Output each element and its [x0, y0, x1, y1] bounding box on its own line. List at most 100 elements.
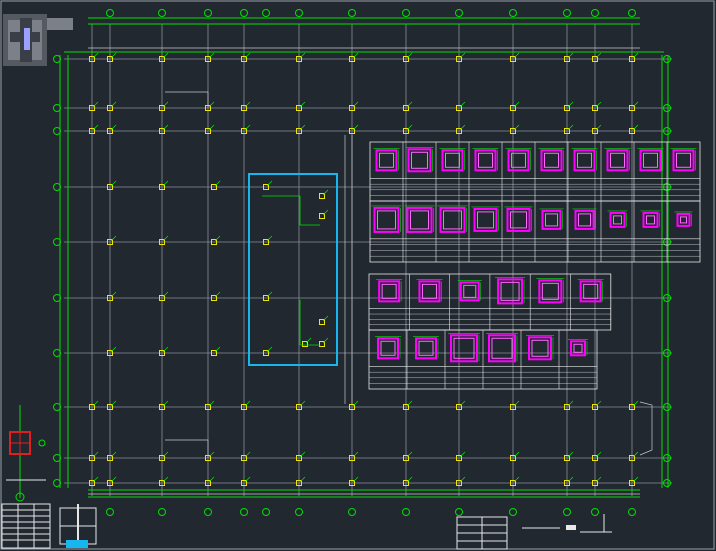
axis-bubble-left: [53, 349, 61, 357]
column-tag-line: [513, 451, 520, 458]
column-marker: [510, 480, 516, 486]
axis-bubble-top: [455, 9, 463, 17]
column-section: [375, 149, 398, 172]
axis-bubble-left: [53, 238, 61, 246]
column-tag-line: [595, 52, 602, 59]
column-marker: [510, 404, 516, 410]
column-tag-line: [459, 101, 466, 108]
column-marker: [159, 105, 165, 111]
column-tag-line: [208, 451, 215, 458]
column-marker: [241, 480, 247, 486]
column-marker: [456, 455, 462, 461]
bottom-section-detail: [59, 504, 97, 548]
column-section-rebar: [613, 215, 622, 225]
column-section-rebar: [445, 152, 460, 168]
column-marker: [263, 350, 269, 356]
column-marker: [241, 455, 247, 461]
axis-bubble-bottom: [106, 508, 114, 516]
column-section: [418, 280, 441, 303]
column-tag-line: [299, 101, 306, 108]
column-section: [538, 279, 563, 304]
column-tag-line: [244, 476, 251, 483]
column-tag-line: [110, 291, 117, 298]
axis-bubble-left: [53, 183, 61, 191]
axis-bubble-bottom: [240, 508, 248, 516]
column-section-rebar: [545, 213, 558, 227]
minimap-thumbnail[interactable]: [3, 14, 73, 66]
column-tag-line: [110, 180, 117, 187]
column-tag-line: [110, 476, 117, 483]
column-section: [672, 149, 695, 172]
axis-bubble-bottom: [628, 508, 636, 516]
axis-bubble-top: [348, 9, 356, 17]
column-marker: [89, 56, 95, 62]
column-marker: [263, 239, 269, 245]
wall-line: [639, 401, 653, 456]
column-tag-line: [299, 52, 306, 59]
column-section: [609, 211, 626, 228]
axis-bubble-bottom: [204, 508, 212, 516]
column-tag-line: [632, 101, 639, 108]
column-tag-line: [567, 52, 574, 59]
column-tag-line: [567, 400, 574, 407]
selection-window[interactable]: [248, 173, 338, 366]
legend-symbol: [6, 405, 46, 502]
axis-bubble-right: [663, 294, 671, 302]
column-tag-line: [208, 52, 215, 59]
column-tag-line: [244, 451, 251, 458]
column-section-rebar: [379, 152, 394, 168]
column-tag-line: [459, 124, 466, 131]
column-marker: [211, 239, 217, 245]
column-tag-line: [322, 209, 329, 216]
axis-bubble-left: [53, 104, 61, 112]
column-marker: [107, 295, 113, 301]
column-section-rebar: [646, 215, 655, 225]
title-block: [456, 514, 612, 550]
column-tag-line: [214, 180, 221, 187]
axis-bubble-bottom: [455, 508, 463, 516]
column-marker: [319, 193, 325, 199]
column-section: [377, 337, 399, 360]
axis-bubble-right: [663, 403, 671, 411]
column-section: [406, 206, 433, 233]
column-marker: [107, 404, 113, 410]
column-tag-line: [266, 346, 273, 353]
column-tag-line: [567, 101, 574, 108]
column-tag-line: [162, 52, 169, 59]
column-marker: [349, 404, 355, 410]
column-section: [441, 149, 464, 172]
column-marker: [107, 105, 113, 111]
column-marker: [456, 404, 462, 410]
column-tag-line: [352, 124, 359, 131]
column-tag-line: [92, 476, 99, 483]
column-marker: [205, 404, 211, 410]
axis-bubble-bottom: [348, 508, 356, 516]
column-tag-line: [266, 180, 273, 187]
column-tag-line: [459, 451, 466, 458]
column-tag-line: [162, 346, 169, 353]
column-section: [497, 278, 524, 305]
column-section: [507, 149, 530, 172]
stair-outline: [165, 91, 209, 108]
axis-bubble-top: [509, 9, 517, 17]
column-marker: [319, 213, 325, 219]
column-tag-line: [406, 101, 413, 108]
axis-bubble-left: [53, 55, 61, 63]
column-marker: [319, 341, 325, 347]
column-tag-line: [513, 52, 520, 59]
column-marker: [296, 56, 302, 62]
column-marker: [296, 455, 302, 461]
column-section-rebar: [610, 152, 625, 168]
column-tag-line: [110, 101, 117, 108]
floor-plan: [53, 9, 672, 516]
column-marker: [159, 56, 165, 62]
column-section: [450, 334, 478, 363]
column-marker: [629, 128, 635, 134]
column-section-rebar: [577, 152, 592, 168]
column-section: [378, 280, 401, 303]
axis-bubble-left: [53, 403, 61, 411]
column-section-rebar: [478, 152, 493, 168]
column-marker: [89, 128, 95, 134]
